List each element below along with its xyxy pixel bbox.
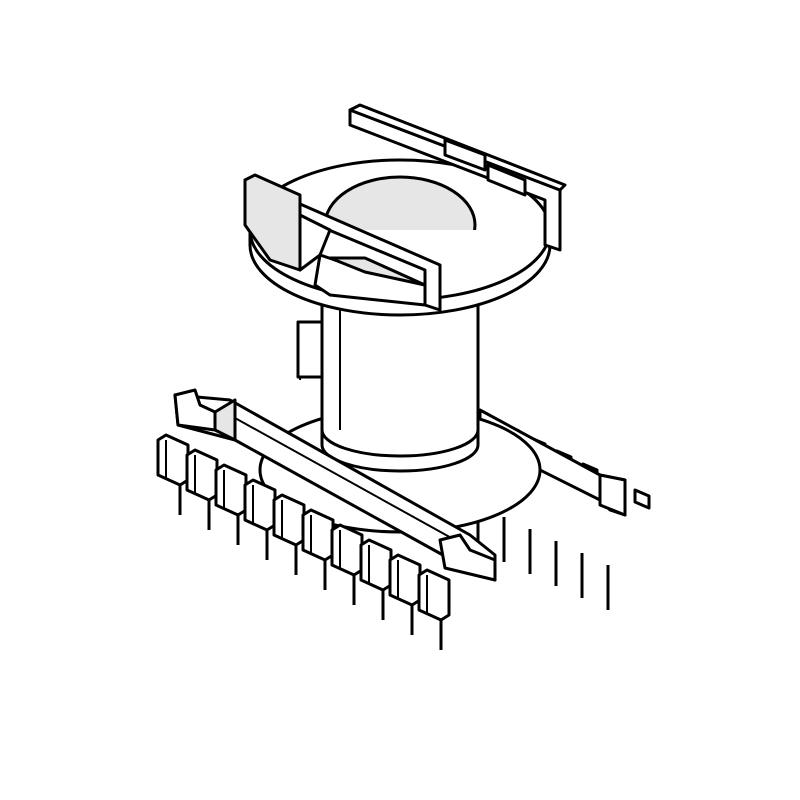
top-clip-front [243,173,442,312]
front-pin [417,568,451,650]
front-rail [173,388,497,582]
back-pin-notch [633,488,651,510]
front-pin [359,538,393,620]
pin-block [185,448,219,502]
front-pin [272,493,306,575]
front-pin [301,508,335,590]
front-pin [214,463,248,545]
front-pin [388,553,422,635]
pin-block [388,553,422,607]
top-clip-back [348,103,567,252]
pin-block [359,538,393,592]
pin-block [243,478,277,532]
front-pin-row [156,433,451,650]
pin-block [301,508,335,562]
front-pin [185,448,219,530]
pin-block [330,523,364,577]
front-pin [243,478,277,560]
pin-block [156,433,190,487]
pin-block [214,463,248,517]
front-pin [330,523,364,605]
pin-block [272,493,306,547]
front-pin [156,433,190,515]
pin-block [417,568,451,622]
